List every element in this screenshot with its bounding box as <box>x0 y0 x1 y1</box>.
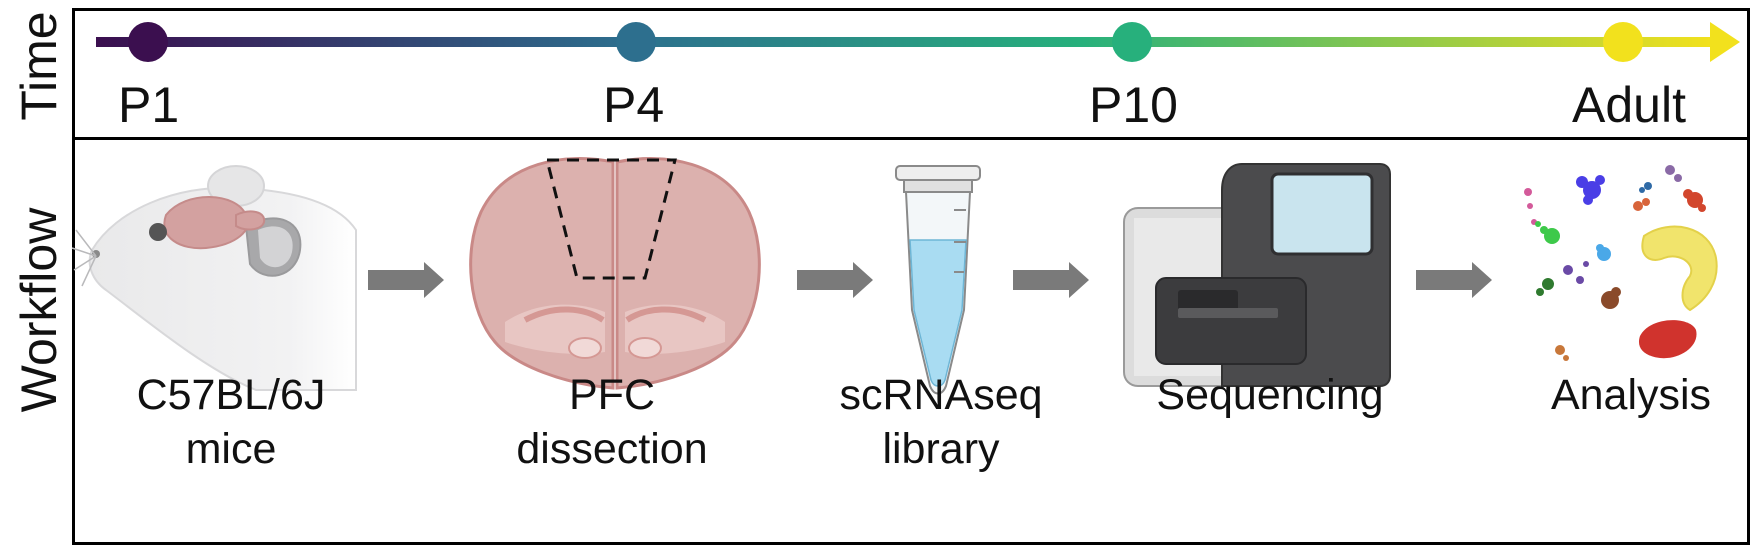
timeline <box>96 22 1740 62</box>
mouse-icon <box>71 165 357 391</box>
step-label-analysis-line1: Analysis <box>1550 371 1712 419</box>
timepoint-dot-p1 <box>128 22 168 62</box>
timepoint-label-p4: P4 <box>603 77 665 133</box>
timepoint-dot-p10 <box>1112 22 1152 62</box>
sequencer-icon <box>1123 163 1391 387</box>
timeline-arrowhead <box>1710 22 1740 62</box>
step-label-sequencing: Sequencing <box>1120 368 1420 422</box>
step-label-dissection-line1: PFC <box>569 371 655 419</box>
step-label-sequencing-line1: Sequencing <box>1156 371 1384 419</box>
step-label-dissection: PFC dissection <box>462 368 762 476</box>
timepoint-dot-adult <box>1603 22 1643 62</box>
step-arrow-2 <box>797 262 873 298</box>
timeline-bar <box>96 37 1714 47</box>
dissection-outline <box>545 158 677 280</box>
step-label-analysis: Analysis <box>1481 368 1758 422</box>
step-arrow-4 <box>1416 262 1492 298</box>
step-label-dissection-line2: dissection <box>516 425 708 473</box>
step-label-library-line1: scRNAseq <box>839 371 1043 419</box>
step-label-mice-line1: C57BL/6J <box>136 371 326 419</box>
tube-icon <box>895 165 981 395</box>
umap-icon <box>1524 165 1718 361</box>
step-arrow-3 <box>1013 262 1089 298</box>
brain-section-icon <box>469 157 761 390</box>
timepoint-label-adult: Adult <box>1572 77 1686 133</box>
timepoint-label-p1: P1 <box>118 77 180 133</box>
step-label-library-line2: library <box>882 425 1000 473</box>
workflow-row-label: Workflow <box>11 207 67 413</box>
workflow-panel <box>72 137 1750 545</box>
step-label-mice-line2: mice <box>185 425 277 473</box>
timepoint-dot-p4 <box>616 22 656 62</box>
step-label-mice: C57BL/6J mice <box>81 368 381 476</box>
step-arrow-1 <box>368 262 444 298</box>
timepoint-label-p10: P10 <box>1089 77 1178 133</box>
step-label-library: scRNAseq library <box>791 368 1091 476</box>
